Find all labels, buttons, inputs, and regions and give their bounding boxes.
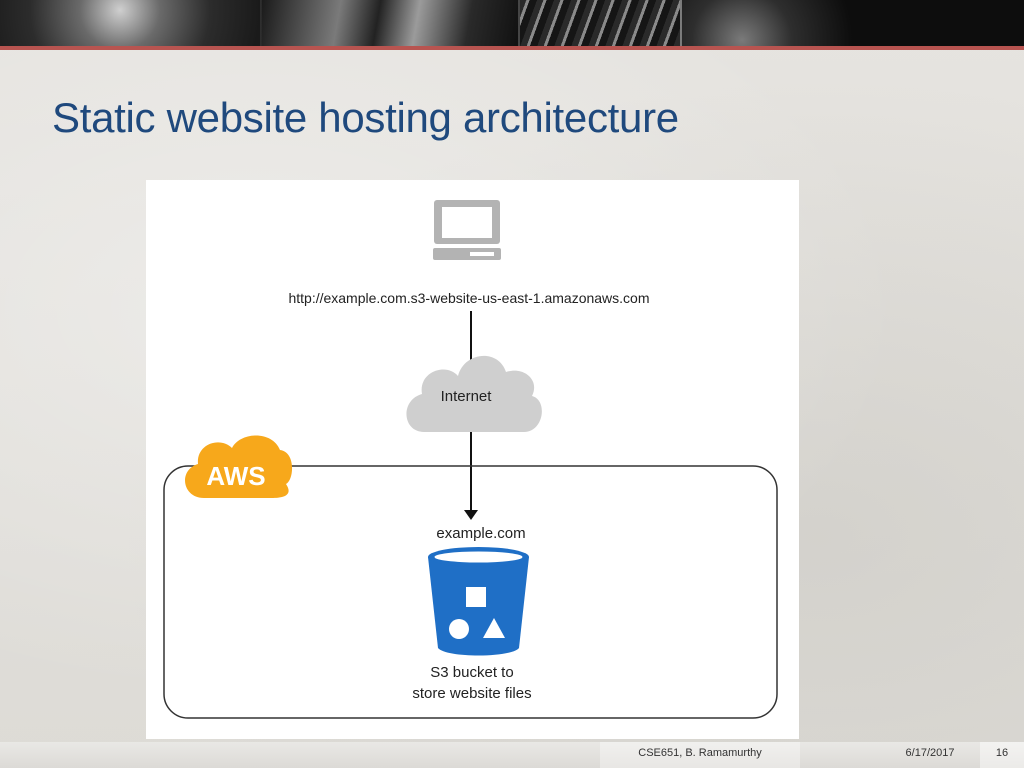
aws-badge-label: AWS [206, 461, 265, 491]
s3-bucket-icon [428, 547, 529, 656]
footer-page-number: 16 [980, 742, 1024, 768]
slide-title: Static website hosting architecture [52, 94, 679, 141]
internet-cloud-icon [406, 355, 542, 432]
bucket-caption-line1: S3 bucket to [430, 664, 513, 681]
footer-author: CSE651, B. Ramamurthy [600, 742, 800, 768]
banner-accent-line [0, 46, 1024, 50]
computer-icon [433, 200, 501, 260]
bucket-domain-label: example.com [436, 525, 525, 542]
aws-region-boundary [163, 465, 778, 719]
arrowhead-icon [464, 510, 478, 520]
footer-bar [0, 742, 1024, 768]
footer-date: 6/17/2017 [905, 747, 955, 759]
top-banner-image [0, 0, 1024, 46]
bucket-caption-line2: store website files [412, 685, 531, 702]
architecture-diagram-svg: http://example.com.s3-website-us-east-1.… [163, 200, 778, 719]
architecture-diagram: http://example.com.s3-website-us-east-1.… [146, 180, 799, 739]
url-label: http://example.com.s3-website-us-east-1.… [288, 290, 649, 306]
internet-label: Internet [441, 388, 493, 405]
aws-cloud-badge-icon [185, 435, 293, 498]
